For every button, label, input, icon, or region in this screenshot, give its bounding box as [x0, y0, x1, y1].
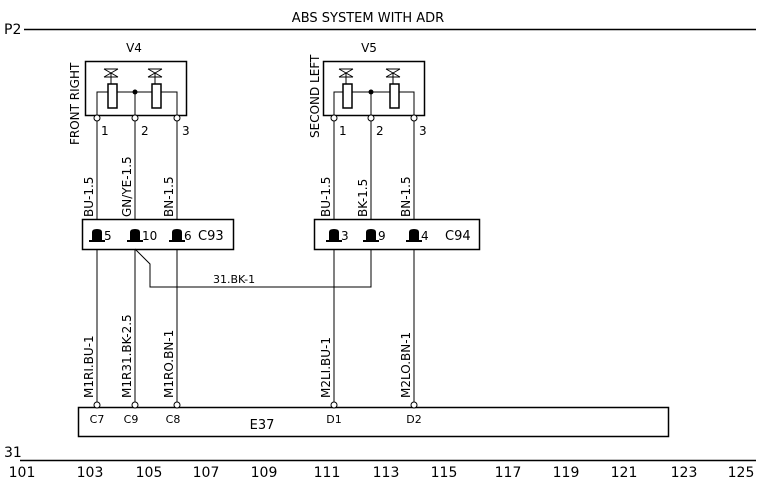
wire-label: M2LO.BN-1 [399, 332, 413, 398]
grid-label: 115 [431, 465, 458, 481]
solenoid-coil-icon [107, 83, 118, 109]
connector-body [313, 218, 481, 251]
valve-pin [367, 114, 375, 122]
connector-pin-icon [406, 229, 422, 242]
connector-pin-icon [127, 229, 143, 242]
connector-pin-number: 3 [341, 229, 349, 243]
ecu-pin [330, 401, 338, 409]
connector-pin-number: 6 [184, 229, 192, 243]
wire-label: GN/YE-1.5 [120, 156, 134, 217]
valve-pin-number: 3 [182, 124, 190, 138]
grid-label: 101 [9, 465, 36, 481]
ecu-pin-label: D2 [406, 413, 421, 426]
valve-location-label: FRONT RIGHT [68, 62, 82, 145]
connector-pin-icon [89, 229, 105, 242]
connector-c94: 3 9 4 C94 [313, 218, 481, 251]
valve-location-label: SECOND LEFT [308, 54, 322, 138]
valve-connector-wires [96, 121, 415, 228]
valve-v5: V5 SECOND LEFT 1 2 3 [308, 41, 427, 138]
solenoid-coil-icon [342, 83, 353, 109]
wire-label: BN-1.5 [162, 176, 176, 217]
ecu-e37: C7 C9 C8 D1 D2 E37 [77, 401, 670, 438]
bridge-wire-label: 31.BK-1 [213, 273, 255, 286]
wire-label: M2LI.BU-1 [319, 337, 333, 398]
wire-label: M1R31.BK-2.5 [120, 314, 134, 398]
valve-pin [93, 114, 101, 122]
ecu-wires [96, 249, 415, 402]
grid-scale: 101 103 105 107 109 111 113 115 117 119 … [9, 465, 755, 481]
solenoid-coil-icon [151, 83, 162, 109]
connector-pin-number: 10 [142, 229, 157, 243]
valve-pin [131, 114, 139, 122]
grid-label: 107 [193, 465, 220, 481]
solenoid-coil-icon [389, 83, 400, 109]
ecu-pin-label: D1 [326, 413, 341, 426]
ecu-pin [93, 401, 101, 409]
valve-pin [173, 114, 181, 122]
grid-label: 105 [136, 465, 163, 481]
grid-label: 125 [728, 465, 755, 481]
connector-c93: 5 10 6 C93 [81, 218, 235, 251]
junction-dot [132, 89, 138, 95]
ecu-pin [131, 401, 139, 409]
connector-id-label: C94 [445, 229, 471, 244]
wire-label: BU-1.5 [82, 177, 96, 217]
valve-pin [330, 114, 338, 122]
valve-pin-number: 1 [339, 124, 347, 138]
connector-id-label: C93 [198, 229, 224, 244]
ecu-pin-label: C8 [166, 413, 181, 426]
ecu-pin [410, 401, 418, 409]
valve-pin-number: 3 [419, 124, 427, 138]
junction-dot [368, 89, 374, 95]
wire-label: M1RO.BN-1 [162, 330, 176, 398]
grid-label: 123 [671, 465, 698, 481]
ecu-pin [173, 401, 181, 409]
wire-label: BK-1.5 [356, 179, 370, 217]
grid-label: 117 [495, 465, 522, 481]
top-rail-label: P2 [4, 22, 21, 38]
bottom-rail-label: 31 [4, 445, 22, 461]
diagram-title: ABS SYSTEM WITH ADR [292, 11, 444, 26]
connector-pin-icon [363, 229, 379, 242]
valve-internal-wiring [96, 68, 178, 115]
ecu-pin-label: C9 [124, 413, 139, 426]
valve-id-label: V4 [126, 41, 142, 55]
valve-pin-number: 2 [376, 124, 384, 138]
connector-pin-number: 5 [104, 229, 112, 243]
grid-label: 103 [77, 465, 104, 481]
connector-body [81, 218, 235, 251]
valve-v4: V4 FRONT RIGHT 1 2 3 [68, 41, 190, 145]
ecu-body [77, 406, 670, 438]
connector-pin-number: 9 [378, 229, 386, 243]
ecu-id-label: E37 [250, 418, 275, 433]
valve-id-label: V5 [361, 41, 377, 55]
connector-pin-icon [326, 229, 342, 242]
grid-label: 111 [314, 465, 341, 481]
bridge-wire [134, 248, 372, 288]
valve-internal-wiring [333, 68, 415, 115]
wire-label: M1RI.BU-1 [82, 335, 96, 398]
grid-label: 119 [553, 465, 580, 481]
connector-pin-icon [169, 229, 185, 242]
valve-body [322, 60, 426, 117]
valve-pin-number: 2 [141, 124, 149, 138]
wire-label: BU-1.5 [319, 177, 333, 217]
grid-label: 109 [251, 465, 278, 481]
grid-label: 121 [611, 465, 638, 481]
valve-pin-number: 1 [101, 124, 109, 138]
valve-body [84, 60, 188, 117]
wire-label: BN-1.5 [399, 176, 413, 217]
ecu-pin-label: C7 [90, 413, 105, 426]
grid-label: 113 [373, 465, 400, 481]
connector-pin-number: 4 [421, 229, 429, 243]
valve-pin [410, 114, 418, 122]
